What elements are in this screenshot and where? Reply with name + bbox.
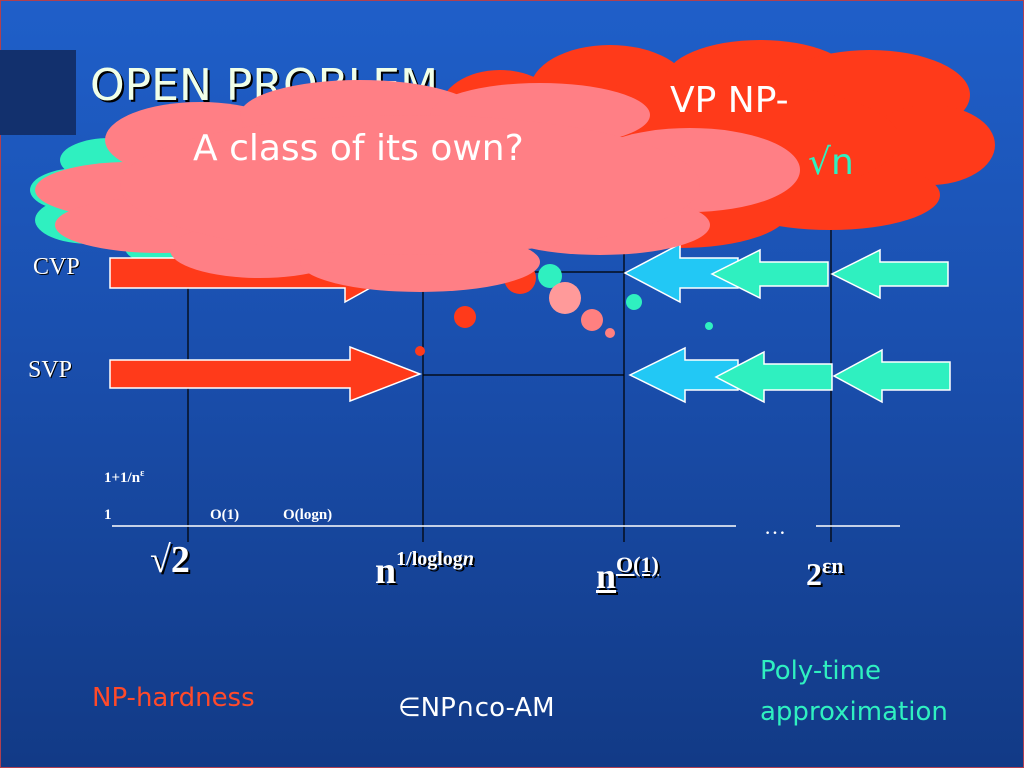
two-base: 2: [806, 556, 822, 592]
np-hardness-label: NP-hardness: [92, 683, 255, 713]
n2-sup: O(1): [616, 552, 659, 577]
front-cloud: [35, 80, 800, 292]
row-label-cvp: CVP: [33, 254, 80, 280]
eps-base: 1+1/n: [104, 470, 141, 486]
back-cloud-line1: VP NP-: [670, 80, 789, 121]
back-cloud-line2: √n: [808, 142, 854, 183]
row-label-svp: SVP: [28, 357, 73, 383]
eps-sup: ε: [140, 468, 145, 479]
np-coam-label: ∈NP∩co-AM: [398, 693, 555, 723]
title-accent-square: [0, 50, 76, 135]
cvp-poly-arrow-2: [830, 248, 949, 300]
axis-label-n-o1: nO(1): [596, 552, 659, 597]
two-sup: εn: [822, 553, 844, 578]
axis-ellipsis: …: [764, 514, 786, 539]
svp-poly-arrow-1: [714, 350, 833, 404]
label-one: 1: [104, 507, 112, 523]
svp-coam-arrow: [628, 346, 739, 404]
poly-time-label-line2: approximation: [760, 697, 948, 727]
n-loglog-sup: 1/loglogn: [396, 548, 474, 570]
n2-base: n: [596, 556, 617, 596]
sqrt-glyph: √: [808, 142, 831, 183]
label-1-plus-1-over-n-eps: 1+1/nε: [104, 468, 144, 487]
loglog-italic-n: n: [462, 548, 474, 570]
svp-poly-arrow-2: [832, 348, 951, 404]
label-o1: O(1): [210, 507, 240, 523]
label-ologn: O(logn): [283, 507, 333, 523]
cvp-coam-arrow: [623, 242, 739, 304]
front-cloud-text: A class of its own?: [193, 128, 524, 169]
loglog-text: 1/loglog: [396, 548, 463, 570]
axis-label-sqrt2: √2: [150, 539, 190, 581]
axis-label-n-loglog: n1/loglogn: [375, 548, 474, 593]
axis-label-2-en: 2εn: [806, 553, 844, 593]
n-base: n: [375, 550, 397, 592]
back-cloud-n: n: [830, 142, 854, 183]
svp-hardness-arrow: [109, 345, 423, 403]
cvp-poly-arrow-1: [710, 248, 829, 300]
poly-time-label-line1: Poly-time: [760, 656, 881, 686]
